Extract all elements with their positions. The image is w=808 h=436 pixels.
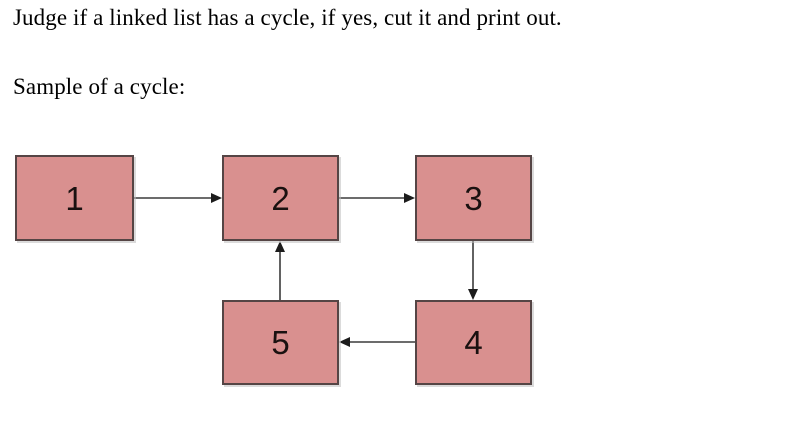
edge-1-to-2 bbox=[134, 193, 222, 203]
node-5-label: 5 bbox=[271, 324, 290, 361]
node-4[interactable]: 4 bbox=[415, 300, 532, 385]
edge-5-to-2 bbox=[275, 241, 285, 300]
node-2-label: 2 bbox=[271, 179, 290, 217]
node-3[interactable]: 3 bbox=[415, 155, 532, 241]
node-2[interactable]: 2 bbox=[222, 155, 339, 241]
edge-2-to-3 bbox=[339, 193, 415, 203]
sample-caption: Sample of a cycle: bbox=[13, 74, 186, 99]
node-1-label: 1 bbox=[65, 179, 84, 217]
node-5[interactable]: 5 bbox=[222, 300, 339, 385]
node-3-label: 3 bbox=[464, 179, 483, 217]
edge-4-to-5 bbox=[339, 337, 415, 347]
node-4-label: 4 bbox=[464, 324, 483, 361]
edge-3-to-4 bbox=[468, 241, 478, 300]
node-1[interactable]: 1 bbox=[15, 155, 134, 241]
page-title: Judge if a linked list has a cycle, if y… bbox=[13, 5, 562, 30]
